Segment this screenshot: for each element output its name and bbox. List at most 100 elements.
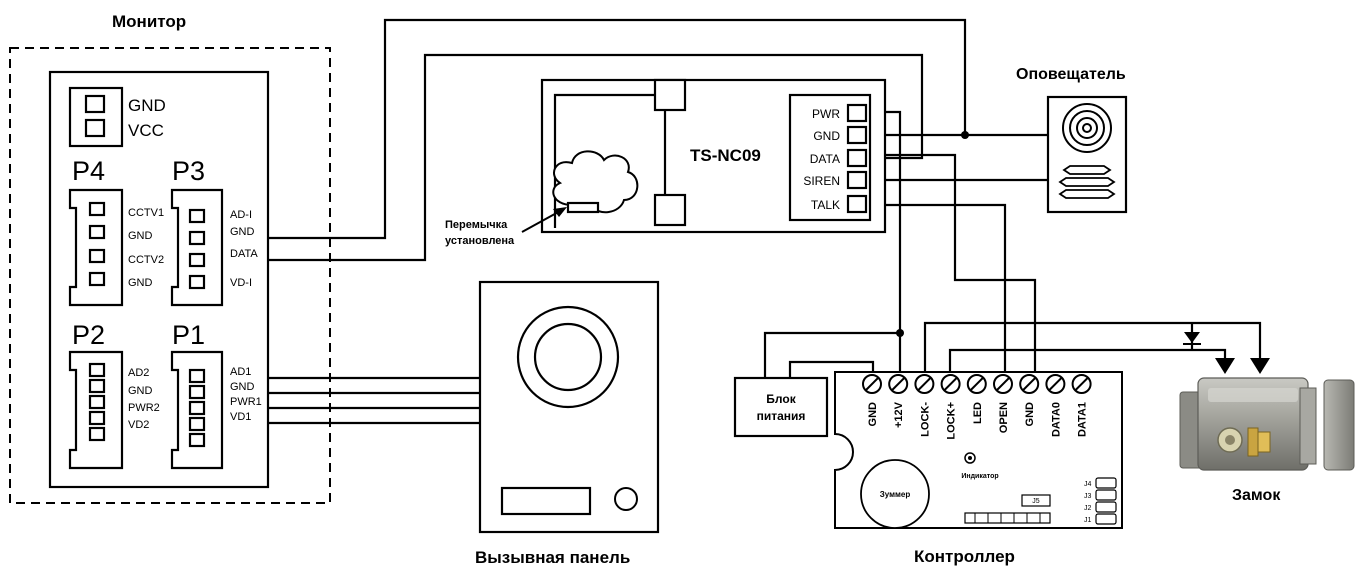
notifier: Оповещатель	[1016, 66, 1128, 214]
svg-text:J1: J1	[1084, 517, 1092, 524]
terminal-screw-icon	[940, 374, 961, 394]
speaker-icon	[1062, 103, 1112, 153]
call-panel-title: Вызывная панель	[475, 548, 630, 567]
svg-text:PWR: PWR	[812, 107, 840, 121]
svg-text:J2: J2	[1084, 505, 1092, 512]
svg-text:CCTV2: CCTV2	[128, 254, 164, 266]
jumper-annotation: Перемычка установлена	[445, 207, 567, 247]
module-pins: PWR GND DATA SIREN TALK	[803, 103, 868, 214]
svg-text:GND: GND	[230, 226, 255, 238]
svg-text:установлена: установлена	[445, 235, 515, 247]
j5-label: J5	[1032, 498, 1040, 505]
wire-lock-minus	[923, 321, 1262, 372]
terminal-screws	[862, 374, 1092, 394]
jumper-block: J4 J3 J2 J1	[1084, 477, 1117, 525]
svg-text:AD2: AD2	[128, 367, 149, 379]
header-pins	[964, 512, 1051, 524]
terminal-label: GND	[867, 402, 879, 427]
terminal-screw-icon	[1071, 374, 1092, 394]
svg-text:Блок: Блок	[766, 392, 796, 406]
arrow-lock-plus	[1215, 358, 1235, 374]
svg-text:SIREN: SIREN	[803, 174, 840, 188]
terminal-screw-icon	[914, 374, 935, 394]
j5-box	[1021, 494, 1051, 507]
header-p2: P2	[72, 320, 105, 350]
svg-text:GND: GND	[128, 385, 153, 397]
svg-text:GND: GND	[230, 381, 255, 393]
lock-title: Замок	[1232, 487, 1281, 504]
wire-p3-data	[222, 53, 924, 262]
terminal-label: DATA0	[1050, 402, 1062, 437]
jumper-icon	[566, 201, 600, 214]
svg-text:VD1: VD1	[230, 411, 251, 423]
terminal-screw-icon	[1019, 374, 1040, 394]
header-p3: P3	[172, 156, 205, 186]
wire-lock-plus	[948, 348, 1227, 372]
terminal-label: LOCK+	[946, 402, 958, 440]
monitor-title: Монитор	[112, 12, 186, 31]
terminal-screw-icon	[862, 374, 882, 394]
connector-p2: AD2 GND PWR2 VD2	[68, 350, 160, 470]
svg-text:J4: J4	[1084, 481, 1092, 488]
conn-label-vcc: VCC	[128, 121, 164, 140]
svg-text:AD-I: AD-I	[230, 209, 252, 221]
monitor: Монитор GND VCC P4 P3 P2 P1 CCTV1 GND CC…	[9, 12, 331, 504]
diode-icon	[1183, 323, 1201, 350]
siren-grille-icon	[1058, 165, 1116, 199]
terminal-label: LOCK-	[919, 402, 931, 437]
svg-text:PWR2: PWR2	[128, 402, 160, 414]
call-button-icon	[614, 487, 638, 511]
svg-text:GND: GND	[128, 230, 153, 242]
arrow-lock-minus	[1250, 358, 1270, 374]
terminal-screw-icon	[888, 374, 909, 394]
wire-gnd	[868, 133, 1037, 372]
wire-p3-gnd	[222, 18, 967, 240]
connector-p1: AD1 GND PWR1 VD1	[170, 350, 262, 470]
header-p1: P1	[172, 320, 205, 350]
svg-text:TALK: TALK	[811, 198, 840, 212]
buzzer-label: Зуммер	[880, 490, 911, 499]
wire-ps-gnd	[788, 360, 875, 378]
svg-text:VD2: VD2	[128, 419, 149, 431]
module-name: TS-NC09	[690, 146, 761, 165]
terminal-screw-icon	[1045, 374, 1066, 394]
svg-text:GND: GND	[128, 277, 153, 289]
indicator-label: Индикатор	[961, 473, 998, 480]
power-connector: GND VCC	[68, 86, 166, 148]
camera-icon	[516, 305, 620, 409]
connector-p3: AD-I GND DATA VD-I	[170, 188, 258, 307]
svg-text:AD1: AD1	[230, 366, 251, 378]
svg-text:питания: питания	[757, 409, 806, 423]
terminal-label: +12V	[893, 401, 905, 428]
svg-text:J3: J3	[1084, 493, 1092, 500]
svg-text:Перемычка: Перемычка	[445, 219, 508, 231]
terminal-screw-icon	[966, 374, 987, 394]
controller: GND +12V LOCK- LOCK+ LED OPEN GND DATA0 DATA1 Ин…	[834, 371, 1123, 566]
name-plate	[500, 486, 592, 516]
call-panel: Вызывная панель	[475, 280, 660, 567]
terminal-label: GND	[1024, 402, 1036, 427]
header-p4: P4	[72, 156, 105, 186]
power-supply: Блок питания	[733, 376, 829, 438]
svg-text:PWR1: PWR1	[230, 396, 262, 408]
svg-text:DATA: DATA	[810, 152, 840, 166]
monitor-dashed-outline	[9, 47, 331, 504]
svg-text:VD-I: VD-I	[230, 277, 252, 289]
buzzer-icon	[860, 459, 930, 529]
conn-label-gnd: GND	[128, 96, 166, 115]
terminal-label: DATA1	[1077, 402, 1089, 437]
wire-talk	[868, 203, 1007, 372]
terminal-label: OPEN	[998, 402, 1010, 433]
svg-text:GND: GND	[813, 129, 840, 143]
wire-ps-plus	[763, 331, 900, 378]
notifier-title: Оповещатель	[1016, 66, 1126, 83]
controller-title: Контроллер	[914, 547, 1015, 566]
terminal-labels: GND +12V LOCK- LOCK+ LED OPEN GND DATA0 DATA1	[867, 401, 1089, 439]
ts-nc09-module: TS-NC09 PWR GND DATA SIREN TALK	[540, 78, 887, 234]
connector-p4: CCTV1 GND CCTV2 GND	[68, 188, 164, 307]
svg-text:CCTV1: CCTV1	[128, 207, 164, 219]
terminal-screw-icon	[993, 374, 1013, 394]
terminal-label: LED	[972, 402, 984, 424]
lock-image	[1179, 377, 1355, 471]
